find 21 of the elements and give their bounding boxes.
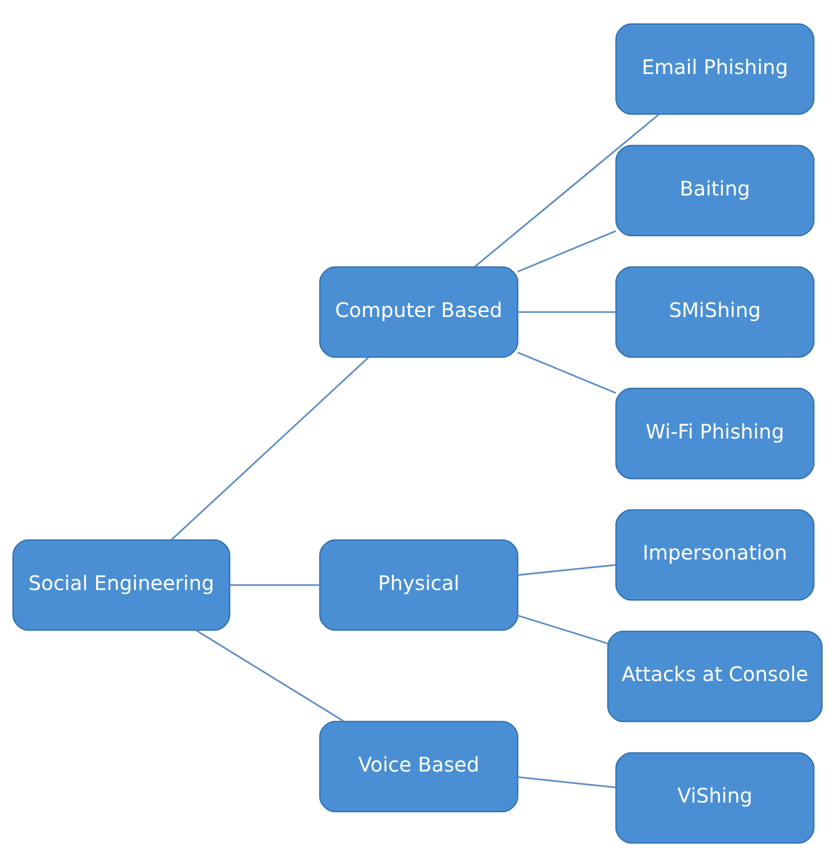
node-box: Baiting: [615, 144, 814, 236]
connector: [517, 230, 616, 272]
node-box: ViShing: [615, 752, 814, 844]
node-box: Voice Based: [319, 720, 518, 812]
connector: [518, 776, 616, 788]
connector: [518, 614, 608, 644]
node-box: Computer Based: [319, 266, 518, 358]
connector: [518, 564, 616, 576]
node-box: Attacks at Console: [607, 630, 823, 722]
connector: [518, 311, 616, 313]
node-box: Social Engineering: [12, 539, 230, 631]
node-box: Wi-Fi Phishing: [615, 388, 814, 480]
node-box: Physical: [319, 539, 518, 631]
node-box: Impersonation: [615, 509, 814, 601]
connector: [171, 356, 369, 540]
connector: [517, 352, 616, 394]
node-box: Email Phishing: [615, 23, 814, 115]
node-box: SMiShing: [615, 266, 814, 358]
connector: [195, 629, 345, 722]
connector: [474, 114, 660, 268]
connector: [230, 584, 320, 586]
